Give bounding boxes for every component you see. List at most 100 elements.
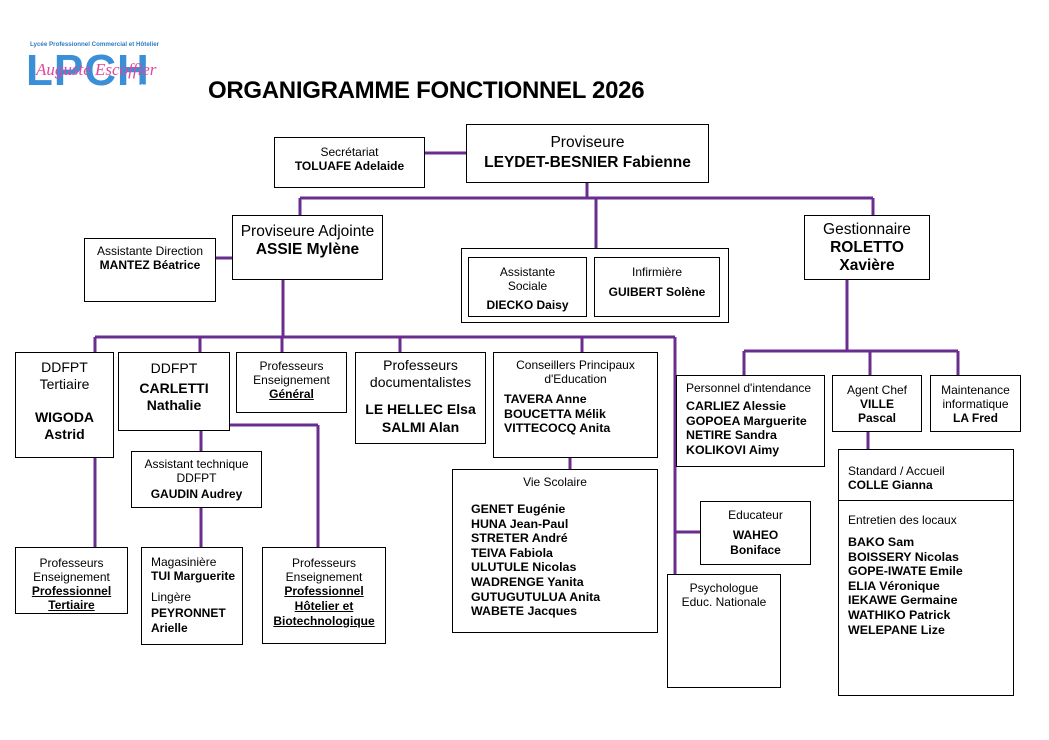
intendance-list: CARLIEZ Alessie GOPOEA Marguerite NETIRE… [686, 399, 807, 457]
prof-general-line-3: Général [269, 387, 314, 401]
ddfpt-tertiaire-role-2: Tertiaire [39, 376, 90, 392]
secretariat-box: Secrétariat TOLUAFE Adelaide [274, 137, 425, 188]
agent-chef-box: Agent Chef VILLE Pascal [832, 375, 922, 432]
magasin-name-2a: PEYRONNET [151, 606, 226, 620]
gestionnaire-role: Gestionnaire [823, 221, 911, 238]
magasin-role-2: Lingère [151, 590, 192, 604]
assistante-sociale-role-2: Sociale [507, 279, 548, 293]
maintenance-name: LA Fred [953, 411, 998, 425]
ddfpt-tertiaire-name-2: Astrid [44, 426, 85, 442]
cpe-member: BOUCETTA Mélik [504, 406, 606, 421]
proviseur-box: Proviseure LEYDET-BESNIER Fabienne [466, 124, 709, 183]
prof-general-line-1: Professeurs [259, 359, 324, 373]
assistante-direction-name: MANTEZ Béatrice [99, 258, 201, 272]
vie-scolaire-member: HUNA Jean-Paul [471, 516, 569, 531]
magasin-box: Magasinière TUI Marguerite Lingère PEYRO… [141, 547, 243, 645]
prof-tertiaire-line-3: Professionnel [31, 584, 112, 598]
intendance-box: Personnel d'intendance CARLIEZ Alessie G… [676, 375, 825, 467]
prof-doc-box: Professeurs documentalistes LE HELLEC El… [355, 352, 486, 444]
cpe-line-2: d'Education [544, 372, 607, 386]
gestionnaire-name-1: ROLETTO [830, 239, 904, 256]
prof-tertiaire-line-2: Enseignement [33, 570, 110, 584]
vie-scolaire-list: GENET Eugénie HUNA Jean-Paul STRETER And… [471, 502, 600, 619]
prof-hotelier-line-4: Hôtelier et [294, 599, 354, 613]
magasin-name-1: TUI Marguerite [151, 569, 236, 583]
assistante-sociale-name: DIECKO Daisy [486, 298, 569, 312]
prof-tertiaire-line-1: Professeurs [39, 556, 104, 570]
agent-chef-name-2: Pascal [857, 411, 897, 425]
agent-chef-role: Agent Chef [846, 383, 908, 397]
maintenance-line-2: informatique [942, 397, 1009, 411]
ddfpt-name-2: Nathalie [146, 397, 202, 413]
prof-tertiaire-line-4: Tertiaire [48, 598, 95, 612]
svg-text:Auguste Escoffier: Auguste Escoffier [35, 60, 157, 79]
maintenance-line-1: Maintenance [941, 383, 1010, 397]
assistante-sociale-role-1: Assistante [499, 265, 556, 279]
svg-text:Lycée Professionnel Commercial: Lycée Professionnel Commercial et Hôteli… [30, 41, 160, 48]
entretien-member: IEKAWE Germaine [848, 593, 958, 608]
proviseur-role: Proviseure [550, 134, 625, 151]
vie-scolaire-member: GUTUGUTULUA Anita [471, 589, 601, 604]
adjointe-box: Proviseure Adjointe ASSIE Mylène [232, 215, 383, 280]
prof-hotelier-line-5: Biotechnologique [273, 614, 375, 628]
secretariat-role: Secrétariat [320, 145, 379, 159]
services-group-box: Standard / Accueil COLLE Gianna Entretie… [838, 449, 1014, 696]
page-title: ORGANIGRAMME FONCTIONNEL 2026 [208, 77, 645, 104]
entretien-member: ELIA Véronique [848, 578, 940, 593]
secretariat-name: TOLUAFE Adelaide [294, 159, 405, 173]
cpe-box: Conseillers Principaux d'Education TAVER… [493, 352, 658, 458]
assistant-tech-name: GAUDIN Audrey [150, 487, 243, 501]
assistante-sociale-box: Assistante Sociale DIECKO Daisy [468, 257, 587, 317]
vie-scolaire-member: ULUTULE Nicolas [471, 560, 577, 575]
psychologue-line-1: Psychologue [689, 581, 759, 595]
vie-scolaire-member: GENET Eugénie [471, 502, 566, 516]
ddfpt-tertiaire-role-1: DDFPT [41, 359, 88, 375]
prof-tertiaire-box: Professeurs Enseignement Professionnel T… [15, 547, 128, 614]
educateur-name-2: Boniface [730, 543, 781, 557]
vie-scolaire-member: TEIVA Fabiola [471, 545, 553, 560]
prof-doc-line-2: documentalistes [369, 374, 472, 390]
educateur-role: Educateur [728, 508, 783, 522]
school-logo: Lycée Professionnel Commercial et Hôteli… [26, 39, 182, 89]
educateur-box: Educateur WAHEO Boniface [700, 501, 811, 565]
psychologue-line-2: Educ. Nationale [681, 595, 767, 609]
intendance-member: GOPOEA Marguerite [686, 413, 807, 428]
standard-name: COLLE Gianna [848, 478, 933, 492]
cpe-member: VITTECOCQ Anita [504, 421, 611, 436]
entretien-member: GOPE-IWATE Emile [848, 564, 963, 579]
cpe-list: TAVERA Anne BOUCETTA Mélik VITTECOCQ Ani… [504, 392, 610, 436]
intendance-member: CARLIEZ Alessie [686, 399, 787, 413]
infirmiere-name: GUIBERT Solène [608, 285, 706, 299]
magasin-name-2b: Arielle [151, 621, 188, 635]
prof-general-box: Professeurs Enseignement Général [236, 352, 347, 413]
intendance-member: NETIRE Sandra [686, 428, 777, 443]
vie-scolaire-member: WABETE Jacques [471, 604, 578, 619]
educateur-name-1: WAHEO [732, 528, 779, 542]
assistante-direction-role: Assistante Direction [96, 244, 204, 258]
entretien-member: BOISSERY Nicolas [848, 549, 959, 564]
ddfpt-role: DDFPT [150, 360, 198, 376]
adjointe-name: ASSIE Mylène [255, 241, 360, 258]
gestionnaire-name-2: Xavière [839, 257, 895, 274]
gestionnaire-box: Gestionnaire ROLETTO Xavière [804, 215, 930, 280]
prof-doc-name-1: LE HELLEC Elsa [365, 401, 476, 417]
ddfpt-tertiaire-box: DDFPT Tertiaire WIGODA Astrid [15, 352, 114, 458]
adjointe-role: Proviseure Adjointe [240, 223, 375, 240]
assistant-tech-line-2: DDFPT [176, 471, 217, 485]
vie-scolaire-member: WADRENGE Yanita [471, 574, 584, 589]
entretien-list: BAKO Sam BOISSERY Nicolas GOPE-IWATE Emi… [848, 535, 963, 637]
svg-text:NOUMEA: NOUMEA [136, 84, 160, 89]
magasin-role-1: Magasinière [151, 555, 217, 569]
entretien-member: WATHIKO Patrick [848, 607, 951, 622]
agent-chef-name-1: VILLE [859, 397, 894, 411]
prof-hotelier-box: Professeurs Enseignement Professionnel H… [262, 547, 386, 644]
vie-scolaire-title: Vie Scolaire [523, 475, 587, 489]
prof-doc-name-2: SALMI Alan [381, 419, 460, 435]
psychologue-box: Psychologue Educ. Nationale [667, 574, 781, 688]
prof-general-line-2: Enseignement [253, 373, 330, 387]
standard-role: Standard / Accueil [848, 464, 945, 478]
ddfpt-name-1: CARLETTI [139, 380, 209, 396]
cpe-line-1: Conseillers Principaux [516, 358, 635, 372]
cpe-member: TAVERA Anne [504, 392, 587, 406]
